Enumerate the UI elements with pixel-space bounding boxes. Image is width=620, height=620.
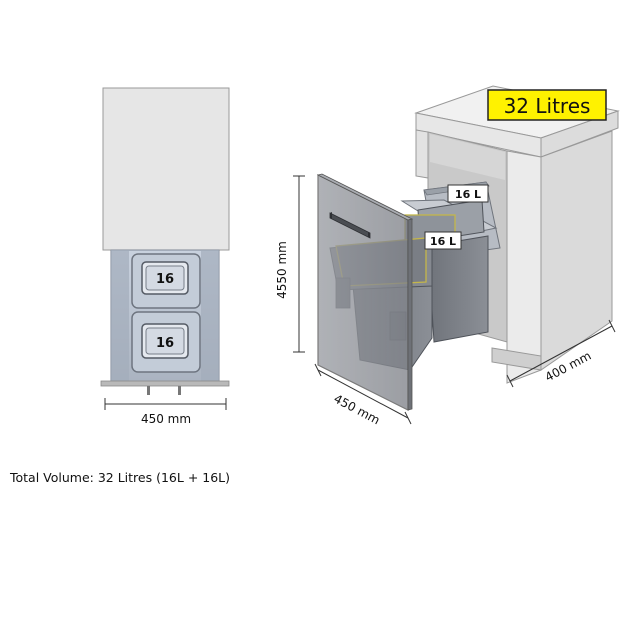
front-base (100, 380, 230, 387)
door-handle-icon (329, 212, 371, 239)
front-bin-top-label: 16 (156, 272, 174, 287)
capacity-badge: 32 Litres (487, 89, 607, 121)
front-width-label: 450 mm (141, 412, 191, 426)
capacity-badge-label: 32 Litres (504, 94, 591, 118)
front-bin-top: 16 (131, 253, 201, 309)
front-bin-bottom-label: 16 (156, 336, 174, 351)
iso-width-dimension-line (317, 369, 409, 419)
iso-width-label: 450 mm (331, 392, 382, 428)
iso-depth-dimension-line (509, 325, 613, 382)
iso-bin-front-tag: 16 L (424, 231, 462, 250)
front-view: 16 16 450 mm (100, 87, 230, 426)
iso-bin-rear-label: 16 L (455, 188, 481, 201)
iso-height-label: 4550 mm (275, 241, 289, 299)
iso-bin-front-label: 16 L (430, 235, 456, 248)
front-bin-bottom: 16 (131, 311, 201, 373)
front-cabinet-panel (102, 87, 230, 251)
total-volume-text: Total Volume: 32 Litres (16L + 16L) (10, 470, 231, 485)
iso-bin-rear-tag: 16 L (447, 184, 489, 203)
iso-door (316, 173, 414, 411)
iso-view: 16 L 16 L 4550 mm 450 mm 400 mm (275, 85, 620, 428)
